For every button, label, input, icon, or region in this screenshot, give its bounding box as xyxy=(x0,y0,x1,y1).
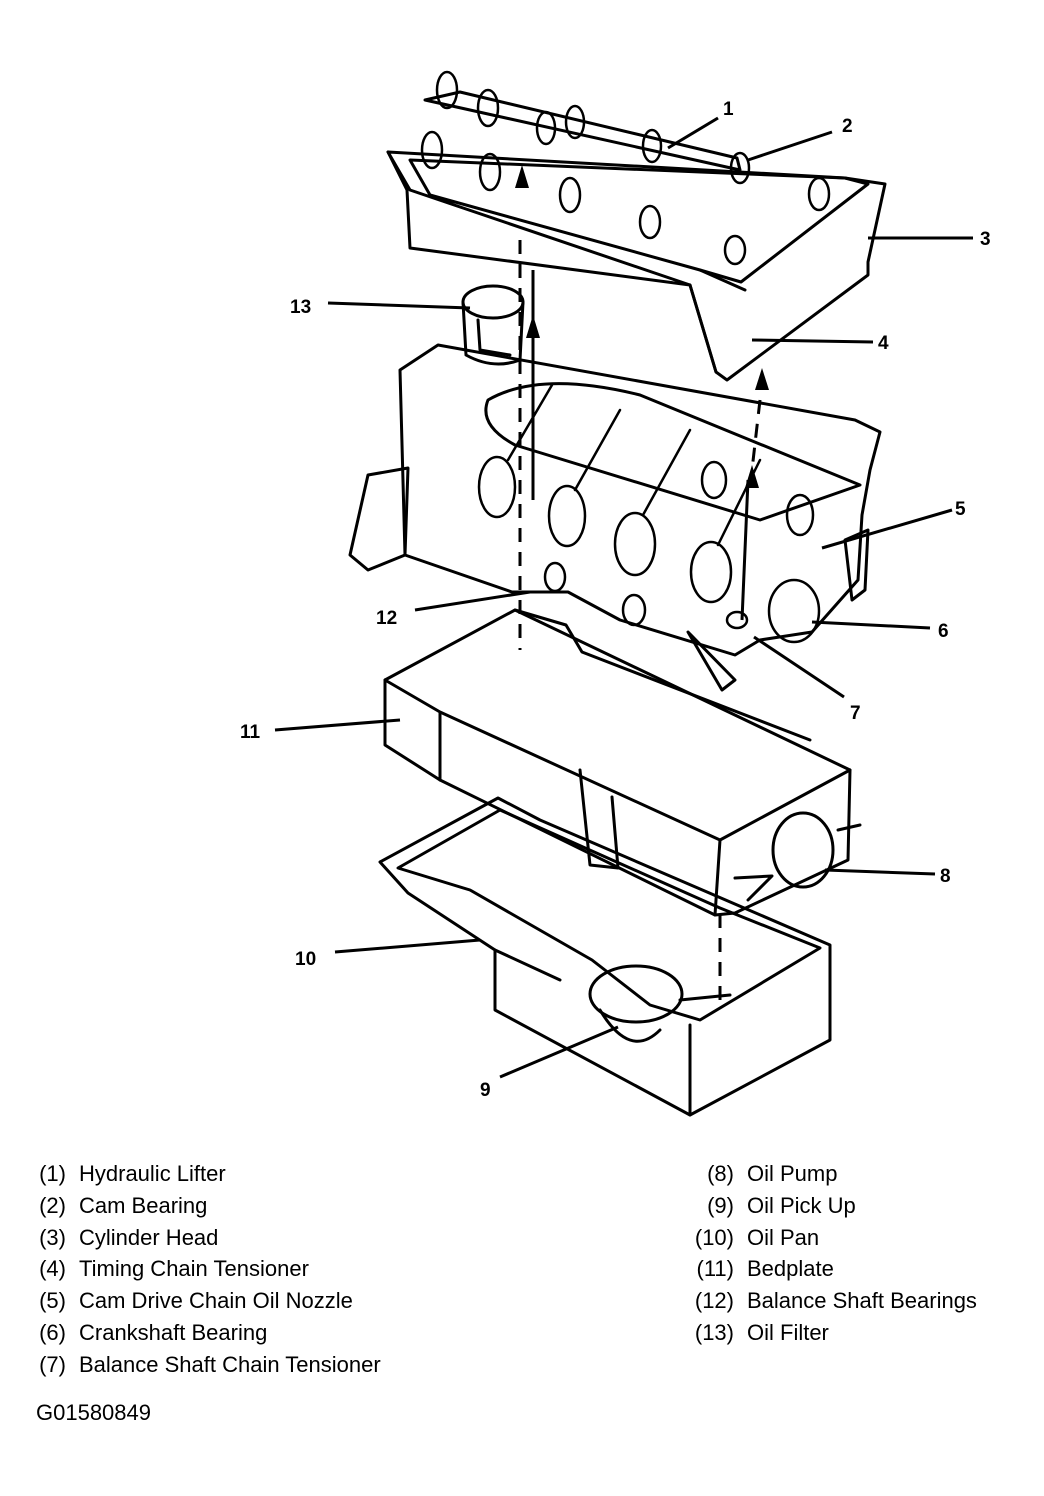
callout-numbers: 1 2 3 4 5 6 7 8 9 10 11 12 13 xyxy=(240,99,991,1101)
callout-1: 1 xyxy=(723,99,734,120)
legend-label: Cam Bearing xyxy=(79,1192,208,1218)
legend-label: Cylinder Head xyxy=(79,1224,219,1250)
callout-13: 13 xyxy=(290,297,311,318)
legend-label: Oil Filter xyxy=(747,1319,829,1345)
legend-item: (13) Oil Filter xyxy=(684,1317,977,1349)
legend-label: Oil Pan xyxy=(747,1224,820,1250)
legend-number: (10) xyxy=(694,1224,734,1250)
legend-item: (6) Crankshaft Bearing xyxy=(36,1317,381,1349)
legend-number: (8) xyxy=(707,1161,734,1186)
callout-12: 12 xyxy=(376,608,397,629)
callout-10: 10 xyxy=(295,949,316,970)
legend-label: Oil Pump xyxy=(747,1161,838,1186)
legend-item: (11) Bedplate xyxy=(684,1253,977,1285)
legend-label: Balance Shaft Bearings xyxy=(747,1288,977,1314)
legend-label: Crankshaft Bearing xyxy=(79,1319,268,1345)
legend-item: (12) Balance Shaft Bearings xyxy=(684,1285,977,1317)
oil-flow-path xyxy=(515,165,769,1000)
legend-number: (4) xyxy=(39,1256,66,1282)
engine-block xyxy=(348,343,882,692)
engine-lubrication-diagram: 1 2 3 4 5 6 7 8 9 10 11 12 13 xyxy=(240,70,991,1117)
bedplate xyxy=(383,608,852,917)
oil-pan xyxy=(378,796,832,1117)
callout-6: 6 xyxy=(938,621,949,642)
legend-item: (9) Oil Pick Up xyxy=(684,1190,977,1222)
legend-item: (8) Oil Pump xyxy=(684,1158,977,1190)
legend-number: (12) xyxy=(694,1288,734,1314)
legend-number: (2) xyxy=(39,1192,66,1218)
legend-item: (2) Cam Bearing xyxy=(36,1190,381,1222)
legend-number: (9) xyxy=(707,1192,734,1218)
legend-left-column: (1) Hydraulic Lifter (2) Cam Bearing (3) Cy… xyxy=(36,1158,381,1381)
legend-label: Cam Drive Chain Oil Nozzle xyxy=(79,1288,353,1314)
callout-5: 5 xyxy=(955,499,966,520)
legend-item: (4) Timing Chain Tensioner xyxy=(36,1253,381,1285)
callout-9: 9 xyxy=(480,1080,491,1101)
figure-id: G01580849 xyxy=(36,1400,151,1425)
legend-number: (6) xyxy=(39,1319,66,1345)
crank-bearings xyxy=(477,383,821,644)
legend-right-column: (8) Oil Pump (9) Oil Pick Up (10) Oil Pan (… xyxy=(684,1158,977,1349)
oil-pump xyxy=(733,811,862,902)
legend-label: Timing Chain Tensioner xyxy=(79,1256,309,1282)
oil-pick-up xyxy=(588,964,732,1043)
legend-number: (3) xyxy=(39,1224,66,1250)
legend-label: Hydraulic Lifter xyxy=(79,1161,226,1186)
callout-7: 7 xyxy=(850,703,861,724)
legend-item: (3) Cylinder Head xyxy=(36,1222,381,1254)
legend-item: (7) Balance Shaft Chain Tensioner xyxy=(36,1349,381,1381)
callout-2: 2 xyxy=(842,116,853,137)
callout-3: 3 xyxy=(980,229,991,250)
callout-8: 8 xyxy=(940,866,951,887)
legend-label: Oil Pick Up xyxy=(747,1192,856,1218)
legend-number: (11) xyxy=(696,1256,735,1282)
callout-4: 4 xyxy=(878,333,889,354)
callout-11: 11 xyxy=(240,722,261,743)
legend-item: (1) Hydraulic Lifter xyxy=(36,1158,381,1190)
legend-label: Balance Shaft Chain Tensioner xyxy=(79,1351,381,1377)
legend-number: (5) xyxy=(39,1288,66,1314)
legend-number: (13) xyxy=(694,1319,734,1345)
legend-number: (1) xyxy=(39,1161,66,1186)
leader-lines xyxy=(274,116,973,1079)
legend-item: (5) Cam Drive Chain Oil Nozzle xyxy=(36,1285,381,1317)
legend-number: (7) xyxy=(39,1351,66,1377)
legend-label: Bedplate xyxy=(747,1256,834,1282)
cam-lobes xyxy=(420,70,831,266)
legend-item: (10) Oil Pan xyxy=(684,1222,977,1254)
cylinder-head xyxy=(386,70,887,382)
